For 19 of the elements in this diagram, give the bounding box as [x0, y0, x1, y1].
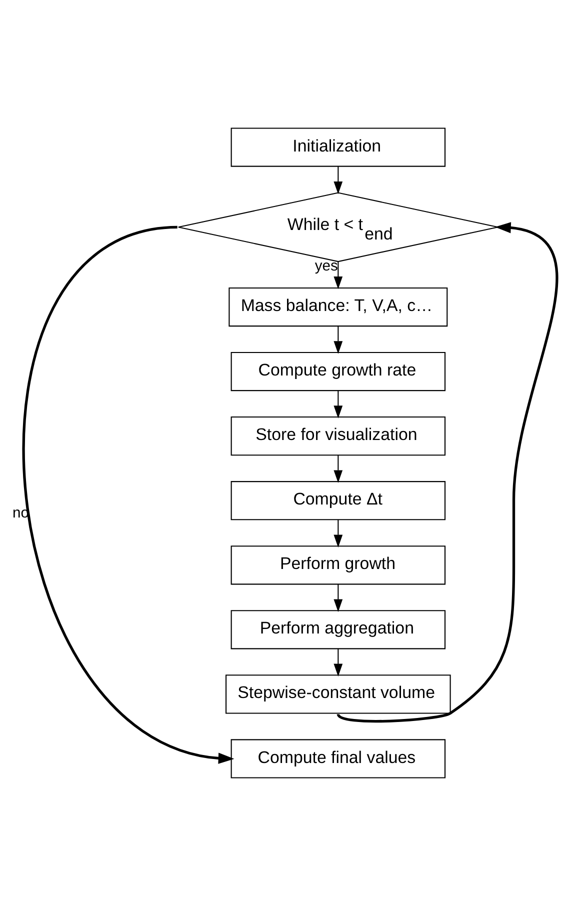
arrow [334, 584, 343, 612]
node-box: Compute Δt [230, 481, 446, 520]
node-box: Initialization [230, 128, 446, 167]
node-box: Perform growth [230, 546, 446, 585]
arrow [337, 222, 558, 723]
node-box: Perform aggregation [230, 610, 446, 650]
arrow [334, 520, 343, 548]
node-box: Compute final values [230, 739, 446, 778]
arrow [334, 166, 343, 194]
arrow [334, 648, 343, 677]
arrow [334, 262, 343, 290]
arrow [334, 455, 343, 483]
arrow [23, 226, 234, 764]
arrow [334, 390, 343, 418]
node-box: Compute growth rate [230, 352, 446, 392]
arrow [334, 326, 343, 354]
node-box: Stepwise-constant volume [226, 674, 451, 714]
node-box: Mass balance: T, V,A, c… [228, 287, 448, 327]
node-box: Store for visualization [230, 416, 446, 456]
